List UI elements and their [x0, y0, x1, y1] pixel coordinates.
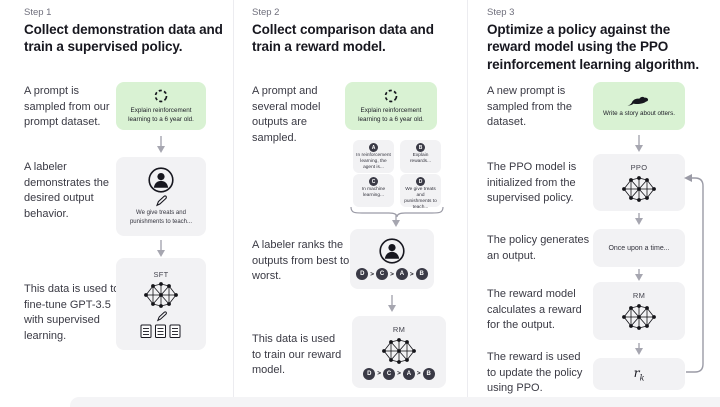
step3-label: Step 3: [487, 7, 515, 18]
rank-separator: >: [409, 270, 414, 278]
next-section-edge: [70, 397, 720, 407]
policy-output-text: Once upon a time...: [608, 244, 670, 252]
refresh-cycle-icon: [384, 89, 398, 103]
output-letter: A: [369, 143, 378, 152]
person-icon: [148, 167, 174, 194]
output-text: In reinforcement learning, the agent is.…: [356, 153, 391, 170]
down-arrow: [157, 136, 165, 153]
step2-title: Collect comparison data and train a rewa…: [252, 22, 434, 55]
down-arrow: [635, 213, 643, 225]
down-arrow: [635, 343, 643, 355]
down-arrow: [635, 135, 643, 152]
reward-value-box: rk: [593, 358, 685, 390]
down-arrow: [392, 215, 400, 227]
rank-letter: C: [383, 367, 396, 380]
reward-model-box: RM D > C > A > B: [352, 316, 446, 388]
step2-caption-rank: A labeler ranks the outputs from best to…: [252, 239, 350, 283]
documents-icon: [140, 324, 181, 338]
prompt-box: Explain reinforcement learning to a 6 ye…: [116, 82, 206, 130]
rank-letter: C: [376, 268, 389, 280]
refresh-cycle-icon: [154, 89, 168, 103]
rm-label: RM: [632, 291, 646, 300]
step1-title: Collect demonstration data and train a s…: [24, 22, 223, 55]
output-card-d: D We give treats and punishments to teac…: [400, 174, 441, 210]
rank-separator: >: [390, 270, 394, 278]
prompt-box: Explain reinforcement learning to a 6 ye…: [345, 82, 437, 130]
step3-caption-sample: A new prompt is sampled from the dataset…: [487, 85, 572, 129]
rank-letter: A: [395, 268, 408, 280]
labeler-demo-box: We give treats and punishments to teach.…: [116, 157, 206, 236]
neural-network-icon: [382, 337, 416, 364]
down-arrow: [635, 269, 643, 281]
demonstration-text: We give treats and punishments to teach.…: [129, 210, 193, 225]
ranking-row: D > C > A > B: [356, 268, 428, 280]
neural-network-icon: [144, 281, 178, 308]
output-card-a: A In reinforcement learning, the agent i…: [353, 140, 394, 173]
output-text: Explain rewards...: [409, 153, 432, 164]
column-divider-1: [233, 0, 234, 407]
step1-caption-labeler: A labeler demonstrates the desired outpu…: [24, 161, 109, 220]
step2-caption-sample: A prompt and several model outputs are s…: [252, 85, 321, 144]
prompt-text: Explain reinforcement learning to a 6 ye…: [128, 107, 194, 123]
brace: [350, 206, 444, 218]
rank-letter: B: [415, 268, 428, 280]
prompt-box: Write a story about otters.: [593, 82, 685, 130]
output-letter: C: [369, 177, 378, 186]
step2-label: Step 2: [252, 7, 280, 18]
reward-model-box: RM: [593, 282, 685, 340]
step1-caption-prompt: A prompt is sampled from our prompt data…: [24, 85, 110, 129]
rank-separator: >: [370, 270, 375, 278]
step1-label: Step 1: [24, 7, 52, 18]
column-divider-2: [467, 0, 468, 407]
loop-arrow: [684, 174, 704, 373]
output-letter: B: [416, 143, 425, 152]
output-text: We give treats and punishments to teach.…: [404, 187, 437, 210]
step1-caption-finetune: This data is used to fine-tune GPT-3.5 w…: [24, 283, 120, 342]
neural-network-icon: [622, 175, 656, 202]
sft-label: SFT: [153, 269, 169, 279]
rank-letter: A: [402, 367, 415, 380]
step3-caption-output: The policy generates an output.: [487, 234, 590, 262]
policy-output-box: Once upon a time...: [593, 229, 685, 267]
output-card-b: B Explain rewards...: [400, 140, 441, 173]
pen-icon: [156, 195, 167, 207]
sft-model-box: SFT: [116, 258, 206, 350]
output-text: In machine learning...: [361, 187, 386, 198]
prompt-text: Write a story about otters.: [603, 109, 675, 117]
step3-caption-update: The reward is used to update the policy …: [487, 351, 583, 395]
step3-caption-init: The PPO model is initialized from the su…: [487, 161, 577, 205]
rank-separator: >: [397, 370, 401, 377]
neural-network-icon: [622, 304, 656, 330]
ranking-row: D > C > A > B: [363, 367, 435, 380]
otter-icon: [626, 96, 649, 106]
rank-letter: D: [363, 367, 376, 380]
step3-caption-reward: The reward model calculates a reward for…: [487, 288, 582, 332]
rank-letter: D: [356, 268, 369, 280]
ppo-model-box: PPO: [593, 154, 685, 211]
prompt-text: Explain reinforcement learning to a 6 ye…: [358, 107, 424, 123]
ranking-box: D > C > A > B: [350, 229, 434, 289]
step3-title: Optimize a policy against the reward mod…: [487, 22, 699, 72]
output-letter: D: [416, 177, 425, 186]
rank-separator: >: [377, 370, 382, 377]
reward-symbol: rk: [633, 365, 645, 383]
step2-caption-train: This data is used to train our reward mo…: [252, 333, 342, 377]
person-icon: [379, 238, 405, 264]
down-arrow: [157, 240, 165, 257]
ppo-label: PPO: [630, 162, 648, 172]
rank-separator: >: [416, 370, 421, 377]
pen-icon: [156, 310, 167, 321]
down-arrow: [388, 295, 396, 312]
rm-label: RM: [392, 324, 406, 334]
rank-letter: B: [422, 367, 435, 380]
output-card-c: C In machine learning...: [353, 174, 394, 207]
